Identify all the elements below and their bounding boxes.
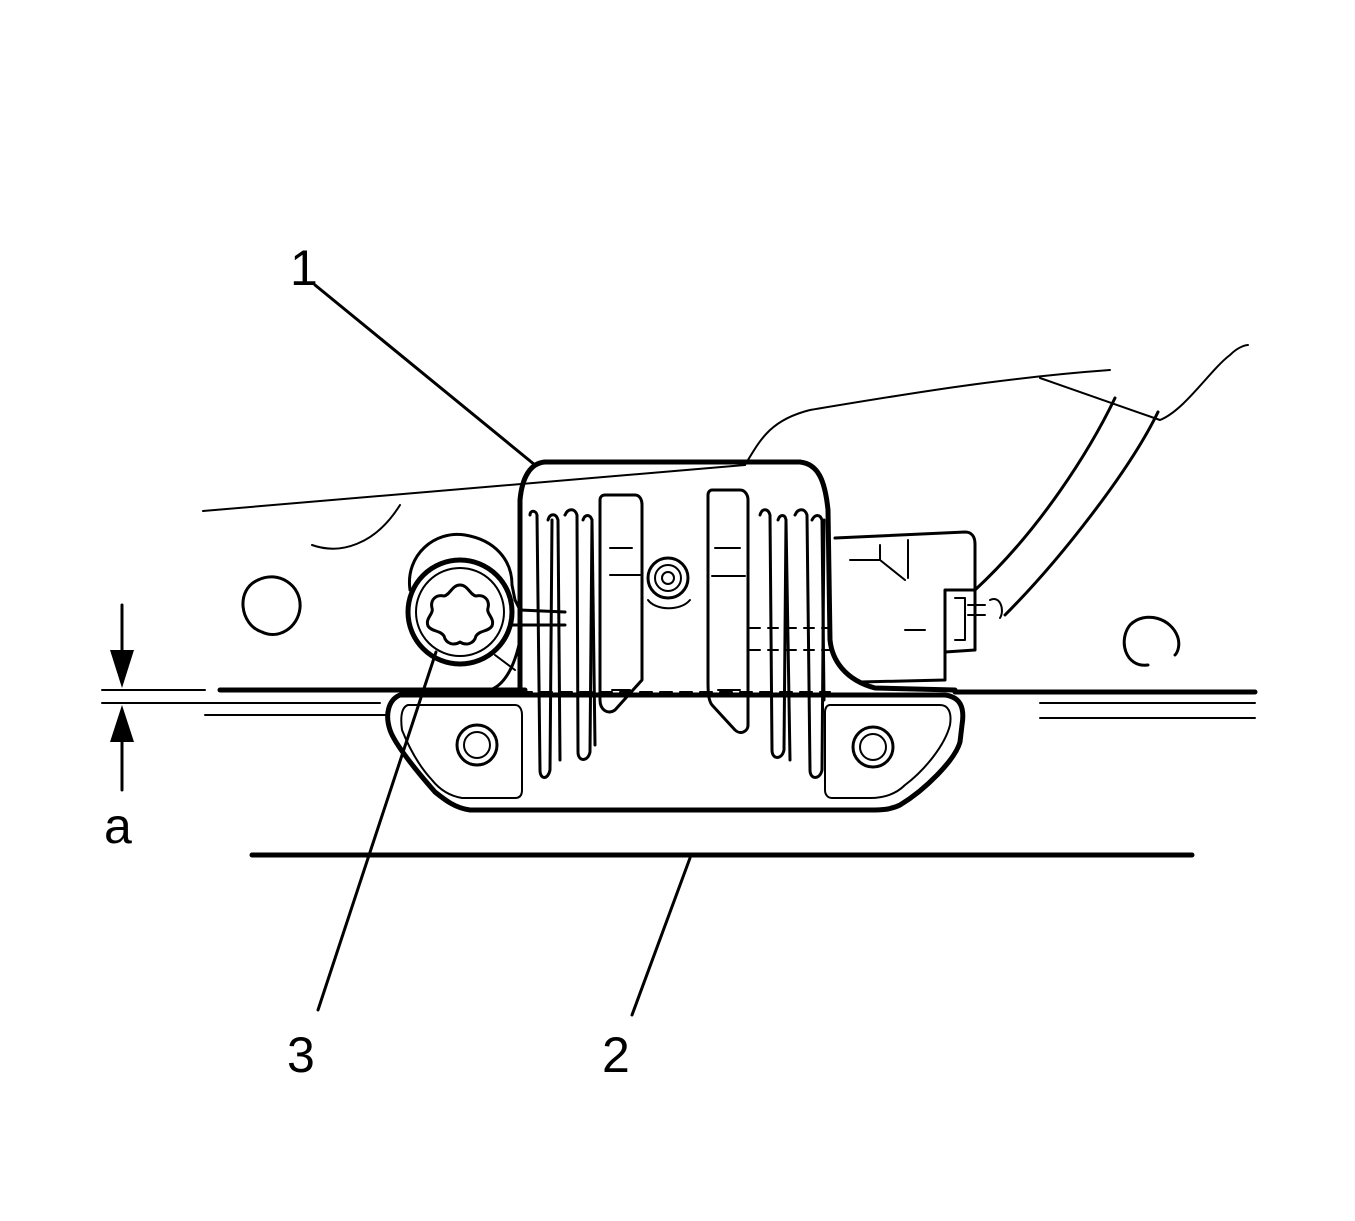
panel-hole-left [241, 575, 302, 636]
leader-1 [313, 283, 537, 467]
fastener-bolt [405, 532, 567, 671]
dimension-a [101, 603, 206, 792]
striker-plate [204, 687, 1258, 813]
callout-3: 3 [287, 1027, 315, 1083]
panel-hole-right [1122, 615, 1181, 667]
torx-bolt-head [405, 557, 515, 667]
leader-3 [316, 650, 438, 1012]
electrical-connector [833, 530, 986, 684]
callout-2: 2 [602, 1027, 630, 1083]
latch-housing [488, 459, 958, 779]
callout-1: 1 [290, 240, 318, 296]
leader-lines [313, 283, 692, 1017]
wiring-harness [973, 396, 1160, 619]
leader-2 [630, 856, 692, 1017]
plate-hole-right [851, 725, 895, 769]
plate-hole-left [455, 723, 499, 767]
callout-dimension-a: a [104, 798, 132, 854]
center-bolt [646, 556, 690, 600]
upper-panel [202, 344, 1249, 667]
